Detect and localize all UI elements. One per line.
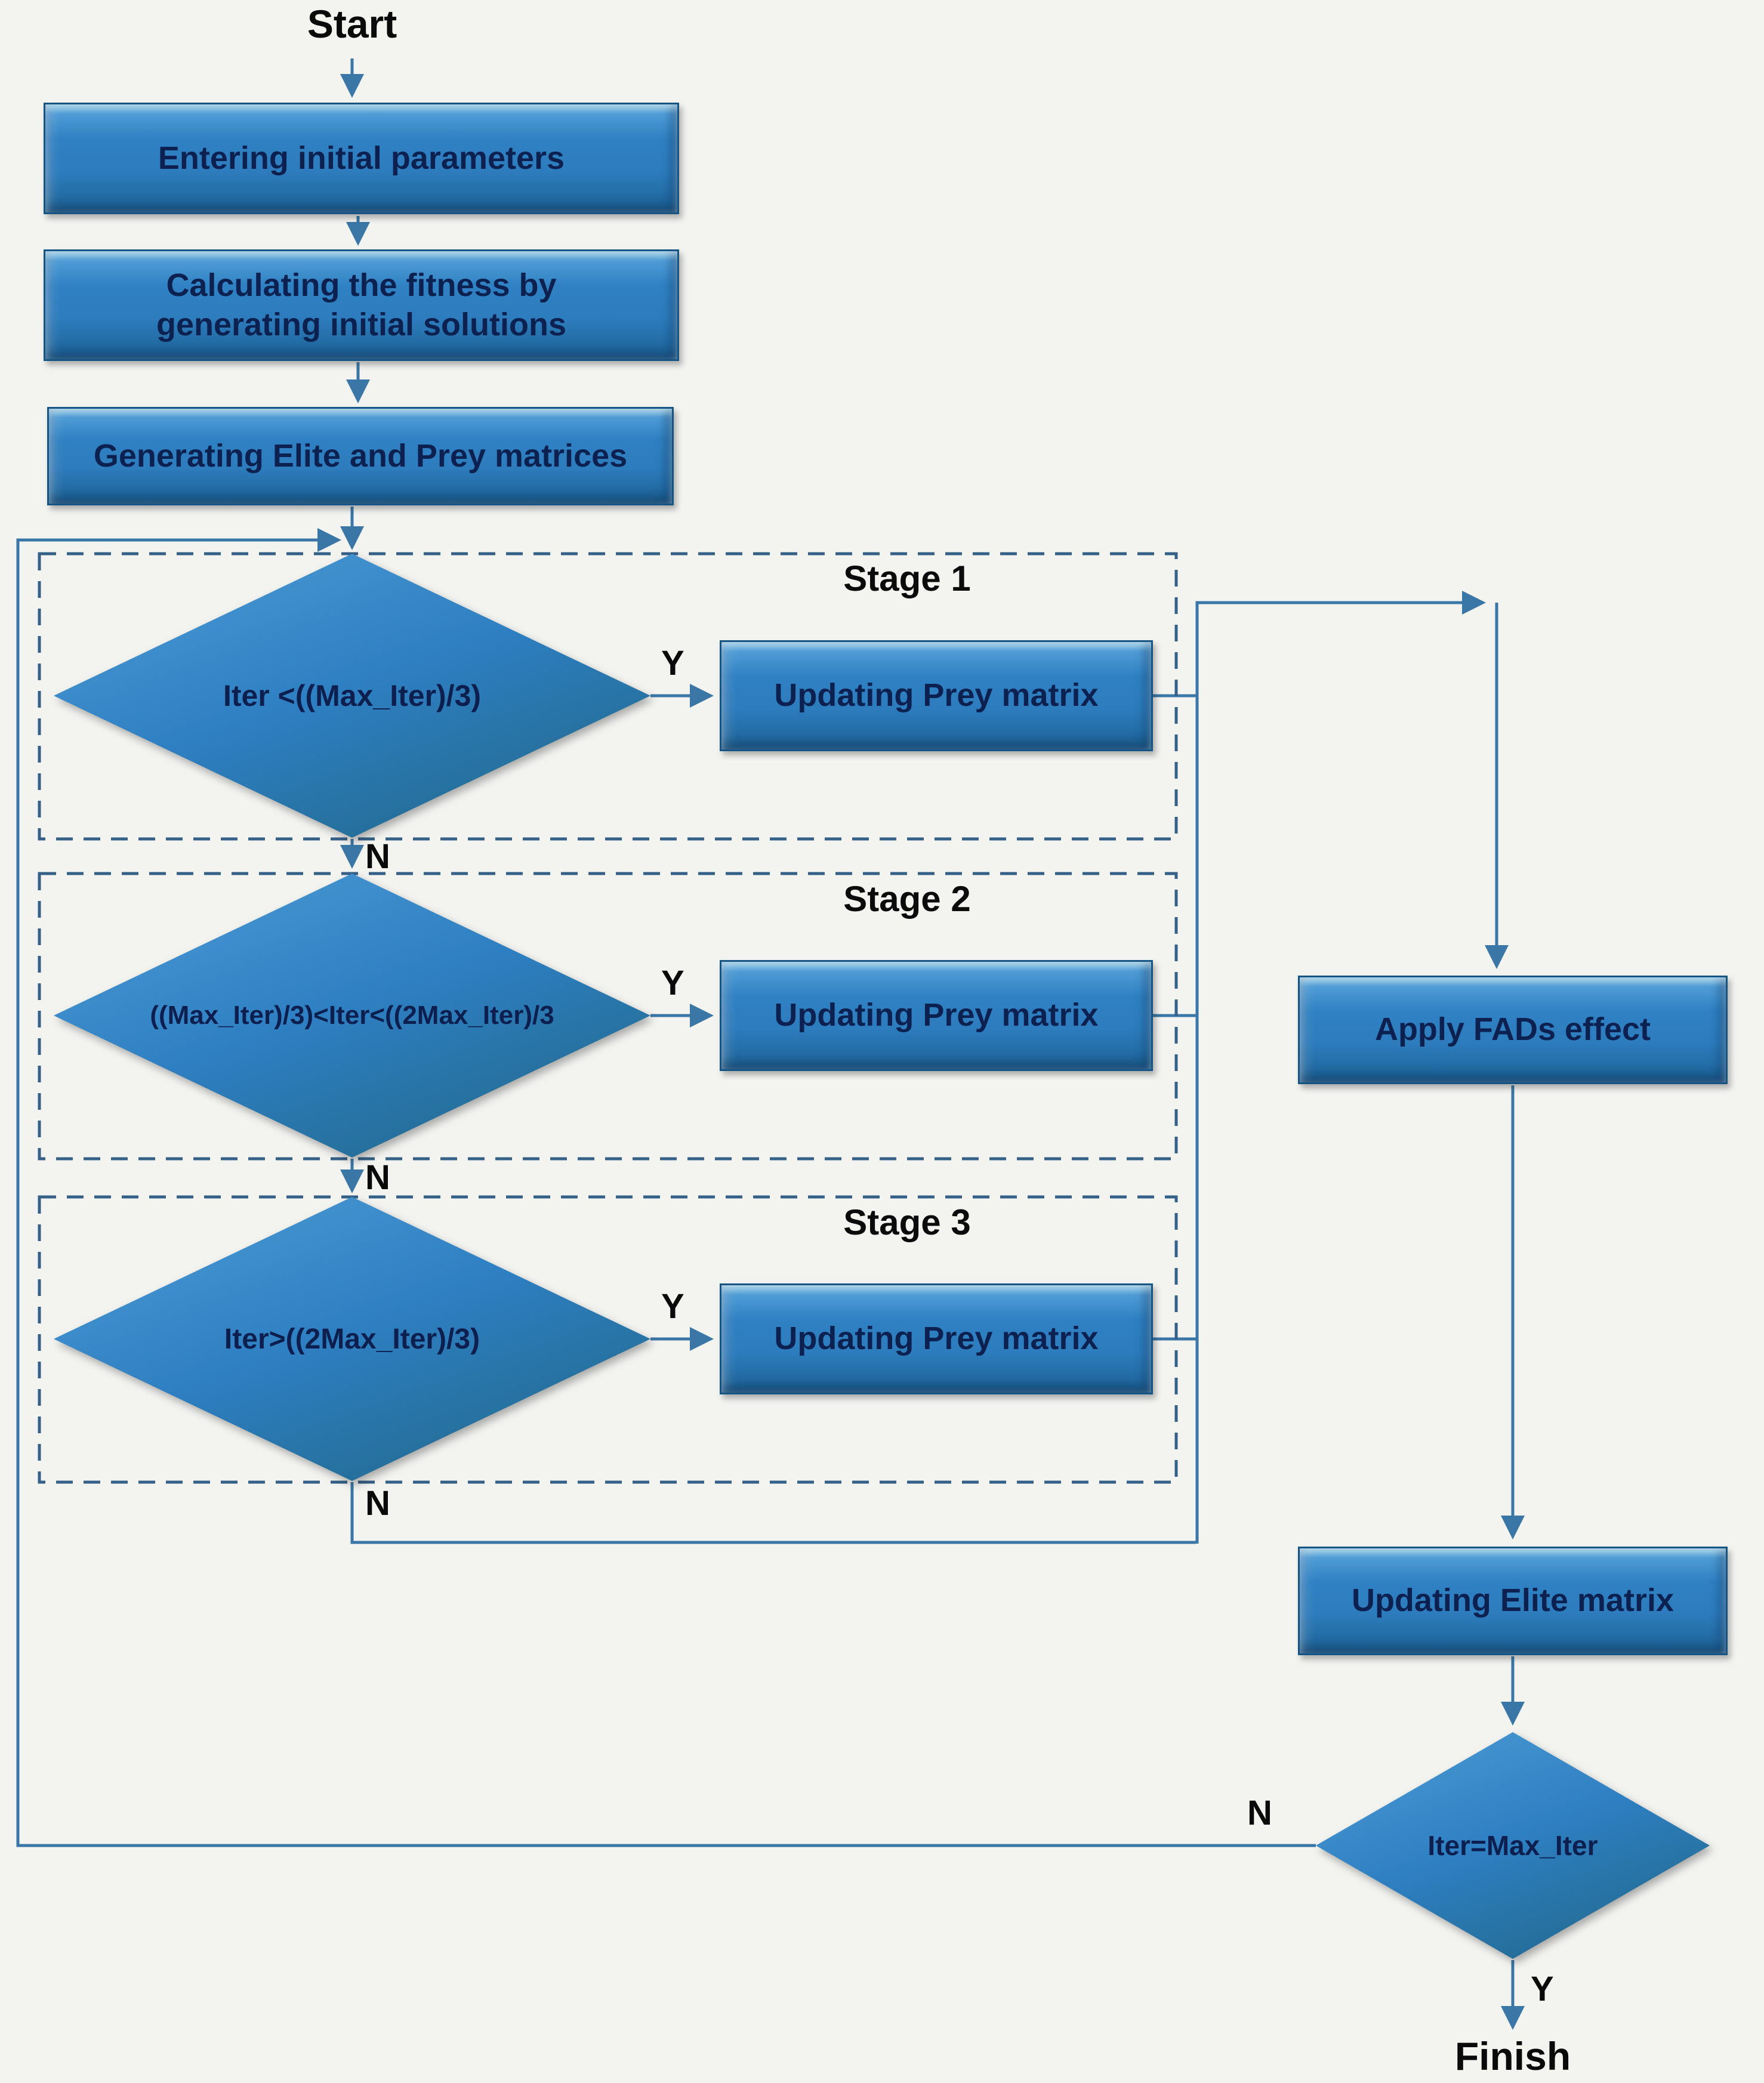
process-box-text: Generating Elite and Prey matrices xyxy=(93,437,628,474)
process-box-text: Updating Elite matrix xyxy=(1351,1582,1674,1619)
branch-label-no-stage3: N xyxy=(365,1484,390,1523)
stage-2-label: Stage 2 xyxy=(843,879,971,919)
process-box-text: Apply FADs effect xyxy=(1374,1011,1651,1048)
process-box-text: Entering initial parameters xyxy=(158,140,565,176)
stage-1-label: Stage 1 xyxy=(843,558,971,598)
process-box-entering-initial-parameters: Entering initial parameters xyxy=(44,103,679,214)
decision-diamond-stage3: Iter>((2Max_Iter)/3) xyxy=(54,1197,650,1481)
decision-text: Iter <((Max_Iter)/3) xyxy=(223,679,482,712)
decision-diamond-stage1: Iter <((Max_Iter)/3) xyxy=(54,554,650,838)
branch-label-no-final: N xyxy=(1247,1794,1272,1832)
process-box-updating-prey-stage3: Updating Prey matrix xyxy=(720,1283,1153,1394)
decision-text: ((Max_Iter)/3)<Iter<((2Max_Iter)/3 xyxy=(150,1001,554,1030)
start-label: Start xyxy=(307,2,397,46)
process-box-text: Updating Prey matrix xyxy=(774,677,1099,714)
branch-label-no-stage2: N xyxy=(365,1158,390,1197)
process-box-updating-elite: Updating Elite matrix xyxy=(1298,1547,1728,1655)
finish-label: Finish xyxy=(1454,2034,1571,2078)
branch-label-yes-stage3: Y xyxy=(661,1287,684,1326)
branch-label-yes-stage1: Y xyxy=(661,644,684,683)
decision-text: Iter=Max_Iter xyxy=(1427,1830,1598,1861)
process-box-text: Updating Prey matrix xyxy=(774,997,1099,1033)
process-box-calculating-fitness: Calculating the fitness by generating in… xyxy=(44,249,679,361)
decision-diamond-final: Iter=Max_Iter xyxy=(1316,1732,1710,1959)
branch-label-yes-stage2: Y xyxy=(661,964,684,1002)
decision-diamond-stage2: ((Max_Iter)/3)<Iter<((2Max_Iter)/3 xyxy=(54,874,650,1158)
decision-text: Iter>((2Max_Iter)/3) xyxy=(224,1323,480,1355)
stage-3-label: Stage 3 xyxy=(843,1202,971,1242)
process-box-generating-matrices: Generating Elite and Prey matrices xyxy=(47,407,674,505)
process-box-updating-prey-stage1: Updating Prey matrix xyxy=(720,640,1153,751)
process-box-updating-prey-stage2: Updating Prey matrix xyxy=(720,960,1153,1071)
branch-label-yes-final: Y xyxy=(1531,1970,1554,2008)
process-box-text: Calculating the fitness by generating in… xyxy=(156,267,567,342)
branch-label-no-stage1: N xyxy=(365,837,390,876)
process-box-apply-fads: Apply FADs effect xyxy=(1298,976,1728,1084)
process-box-text: Updating Prey matrix xyxy=(774,1320,1099,1357)
